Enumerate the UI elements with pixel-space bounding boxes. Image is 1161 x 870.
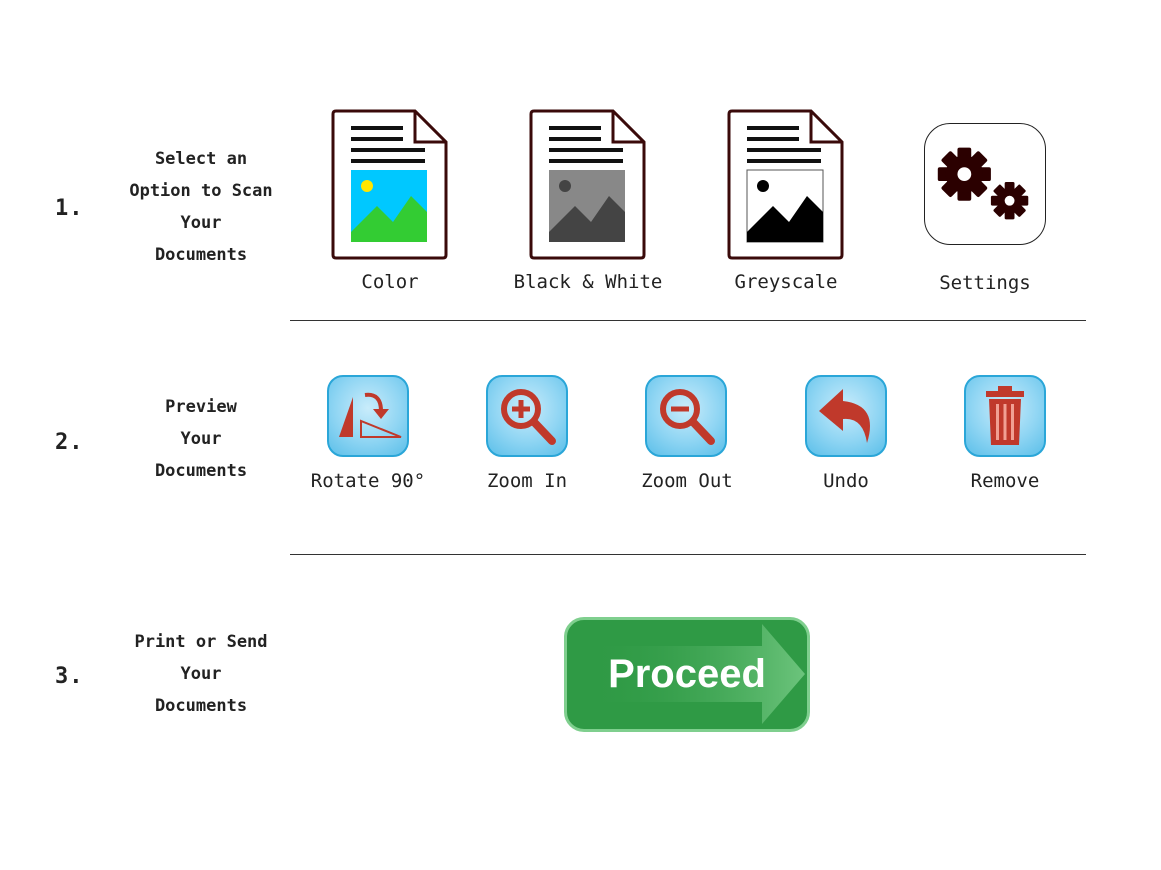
- proceed-label: Proceed: [608, 652, 766, 696]
- rotate-button[interactable]: [327, 375, 409, 457]
- scan-option-greyscale-label: Greyscale: [734, 271, 838, 293]
- undo-icon: [819, 389, 870, 443]
- step-2-label: Preview Your Documents: [154, 397, 248, 481]
- gears-icon: [937, 147, 1029, 220]
- divider-1: [290, 320, 1086, 321]
- step-1-label: Select an Option to Scan Your Documents: [129, 149, 273, 265]
- step-3-label: Print or Send Your Documents: [134, 632, 268, 716]
- scan-option-black-white-label: Black & White: [513, 271, 663, 293]
- step-1-number: 1.: [55, 196, 84, 221]
- color-document-icon: [331, 109, 448, 260]
- zoom-in-label: Zoom In: [486, 470, 568, 492]
- zoom-out-button[interactable]: [645, 375, 727, 457]
- step-3-number: 3.: [55, 664, 84, 689]
- trash-icon: [986, 386, 1024, 445]
- rotate-icon: [339, 392, 402, 438]
- zoom-in-button[interactable]: [486, 375, 568, 457]
- zoom-in-icon: [501, 389, 556, 445]
- scan-option-greyscale[interactable]: [727, 108, 845, 264]
- zoom-out-icon: [660, 389, 715, 445]
- undo-label: Undo: [823, 470, 869, 492]
- remove-button[interactable]: [964, 375, 1046, 457]
- black-white-document-icon: [529, 109, 646, 260]
- settings-button[interactable]: [924, 123, 1046, 245]
- settings-label: Settings: [939, 272, 1031, 294]
- remove-label: Remove: [970, 470, 1040, 492]
- arrow-right-icon: [587, 624, 805, 724]
- scan-option-color[interactable]: [331, 108, 449, 264]
- scan-option-color-label: Color: [361, 271, 419, 293]
- zoom-out-label: Zoom Out: [641, 470, 733, 492]
- step-2-number: 2.: [55, 430, 84, 455]
- proceed-button[interactable]: Proceed: [564, 617, 810, 732]
- undo-button[interactable]: [805, 375, 887, 457]
- scan-option-black-white[interactable]: [529, 108, 647, 264]
- greyscale-document-icon: [727, 109, 844, 260]
- rotate-label: Rotate 90°: [310, 470, 426, 492]
- divider-2: [290, 554, 1086, 555]
